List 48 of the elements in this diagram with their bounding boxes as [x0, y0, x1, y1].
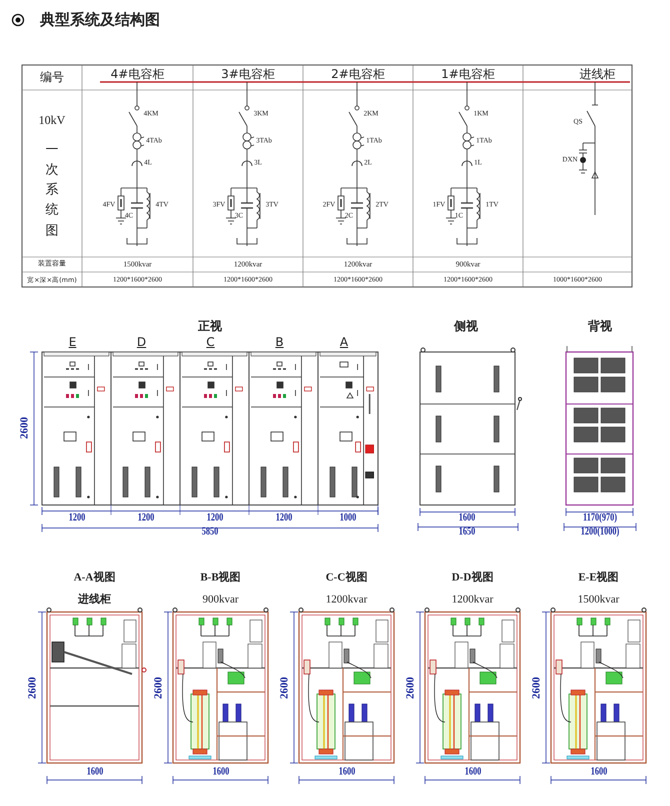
view-title: B-B视图 [200, 572, 241, 584]
section-letter: D [136, 336, 146, 348]
row-header: 编号 [40, 71, 64, 83]
section-letter: A [340, 336, 348, 348]
dimension-label: 1600 [86, 766, 103, 778]
row-header: 一次系统图 [45, 140, 59, 240]
dimension-label: 1000 [340, 512, 356, 524]
section-letter: B [275, 336, 284, 348]
dimension-label: 1200 [275, 512, 292, 524]
dimension-label: 2600 [280, 677, 290, 699]
section-letter: E [68, 336, 76, 348]
view-title: 背视 [588, 320, 612, 332]
dimension-label: 1200 [137, 512, 154, 524]
view-title: 侧视 [454, 320, 478, 332]
view-title: 1200kvar [452, 594, 494, 606]
dimension-label: 1200 [68, 512, 85, 524]
dimension-label: 1200(1000) [580, 526, 620, 538]
row-header: 10kV [38, 114, 66, 126]
view-title: D-D视图 [452, 572, 494, 584]
dimension-label: 1200 [206, 512, 223, 524]
view-title: E-E视图 [578, 572, 619, 584]
dimension-label: 2600 [154, 677, 164, 699]
dimension-label: 2600 [532, 677, 542, 699]
view-title: 1500kvar [578, 594, 620, 606]
dimension-label: 5850 [202, 526, 218, 538]
dimension-label: 1600 [458, 512, 476, 524]
dimension-label: 1600 [212, 766, 229, 778]
section-letter: C [206, 336, 215, 348]
view-title: 1200kvar [326, 594, 368, 606]
column-header: 进线柜 [580, 68, 616, 80]
dimension-label: 2600 [20, 417, 30, 439]
view-title: A-A视图 [74, 572, 116, 584]
view-title: 正视 [198, 320, 222, 332]
column-header: 4#电容柜 [110, 68, 164, 80]
dimension-label: 2600 [28, 677, 38, 699]
view-title: C-C视图 [326, 572, 368, 584]
dimension-label: 2600 [406, 677, 416, 699]
dimension-label: 1170(970) [583, 512, 617, 524]
page-title: 典型系统及结构图 [40, 12, 160, 28]
column-header: 1#电容柜 [441, 68, 495, 80]
column-header: 2#电容柜 [331, 68, 385, 80]
dimension-label: 1600 [338, 766, 355, 778]
dimension-label: 1600 [464, 766, 481, 778]
view-title: 进线柜 [78, 594, 111, 606]
view-title: 900kvar [202, 594, 239, 606]
dimension-label: 1650 [458, 526, 476, 538]
dimension-label: 1600 [590, 766, 607, 778]
column-header: 3#电容柜 [221, 68, 275, 80]
